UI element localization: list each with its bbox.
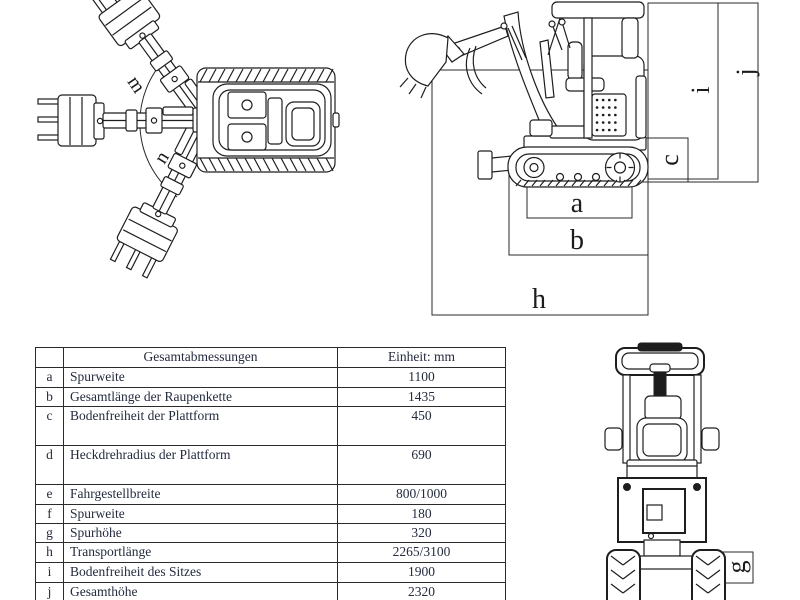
track-tread-ticks bbox=[515, 179, 642, 187]
dim-key: a bbox=[35, 367, 64, 388]
dim-value: 690 bbox=[337, 445, 506, 485]
table-row: a Spurweite 1100 bbox=[35, 367, 506, 388]
canopy-post-left bbox=[622, 374, 631, 464]
canopy-post-right bbox=[693, 374, 702, 464]
dim-label-g: g bbox=[722, 561, 751, 574]
dim-value: 180 bbox=[337, 504, 506, 524]
dim-name: Bodenfreiheit der Plattform bbox=[63, 406, 338, 446]
table-row: c Bodenfreiheit der Plattform 450 bbox=[35, 406, 506, 446]
dim-value: 2320 bbox=[337, 582, 506, 600]
header-title-cell: Gesamtabmessungen bbox=[63, 347, 338, 368]
table-header-row: Gesamtabmessungen Einheit: mm bbox=[35, 347, 506, 368]
dim-name: Gesamtlänge der Raupenkette bbox=[63, 387, 338, 407]
track-tread-hatch-top bbox=[199, 68, 334, 83]
dim-key: b bbox=[35, 387, 64, 407]
rear-view-drawing: g bbox=[604, 342, 754, 600]
dim-value: 800/1000 bbox=[337, 484, 506, 505]
dim-name: Heckdrehradius der Plattform bbox=[63, 445, 338, 485]
table-row: f Spurweite 180 bbox=[35, 504, 506, 524]
side-view-drawing: a b h c i j bbox=[399, 1, 760, 316]
track-tread-hatch-bottom bbox=[199, 157, 334, 172]
dimensions-table: Gesamtabmessungen Einheit: mm a Spurweit… bbox=[35, 347, 506, 600]
dim-label-b: b bbox=[570, 225, 584, 256]
seat-back-rear bbox=[644, 395, 682, 421]
top-view-drawing: m n bbox=[37, 0, 340, 282]
grill-dots bbox=[595, 98, 623, 132]
dim-label-n: n bbox=[150, 147, 174, 167]
table-row: e Fahrgestellbreite 800/1000 bbox=[35, 484, 506, 505]
dim-label-a: a bbox=[571, 188, 584, 219]
seat-top-view bbox=[285, 101, 321, 147]
table-row: g Spurhöhe 320 bbox=[35, 523, 506, 543]
dim-key: e bbox=[35, 484, 64, 505]
dim-key: j bbox=[35, 582, 64, 600]
table-row: i Bodenfreiheit des Sitzes 1900 bbox=[35, 562, 506, 583]
dim-value: 1435 bbox=[337, 387, 506, 407]
dim-key: f bbox=[35, 504, 64, 524]
dim-name: Spurweite bbox=[63, 504, 338, 524]
roof-handle bbox=[637, 342, 683, 352]
bucket-teeth bbox=[399, 77, 427, 99]
dozer-blade bbox=[477, 150, 493, 180]
header-unit-cell: Einheit: mm bbox=[337, 347, 506, 368]
dim-label-j: j bbox=[731, 68, 760, 76]
dim-key: c bbox=[35, 406, 64, 446]
table-row: d Heckdrehradius der Plattform 690 bbox=[35, 445, 506, 485]
dim-name: Bodenfreiheit des Sitzes bbox=[63, 562, 338, 583]
dim-name: Transportlänge bbox=[63, 542, 338, 563]
dim-value: 2265/3100 bbox=[337, 542, 506, 563]
dim-box-i bbox=[647, 2, 719, 180]
dim-key: h bbox=[35, 542, 64, 563]
dim-label-h: h bbox=[532, 284, 546, 315]
dim-key: i bbox=[35, 562, 64, 583]
dim-name: Spurhöhe bbox=[63, 523, 338, 543]
dim-name: Fahrgestellbreite bbox=[63, 484, 338, 505]
canopy-top bbox=[551, 1, 645, 19]
table-row: h Transportlänge 2265/3100 bbox=[35, 542, 506, 563]
header-corner-cell bbox=[35, 347, 64, 368]
canopy-rear-post bbox=[583, 17, 593, 139]
dim-value: 450 bbox=[337, 406, 506, 446]
dim-value: 1900 bbox=[337, 562, 506, 583]
dim-label-m: m bbox=[123, 72, 150, 98]
dim-key: g bbox=[35, 523, 64, 543]
dim-value: 1100 bbox=[337, 367, 506, 388]
axle bbox=[631, 555, 695, 570]
control-levers bbox=[551, 21, 571, 51]
bucket bbox=[404, 33, 449, 87]
table-row: j Gesamthöhe 2320 bbox=[35, 582, 506, 600]
table-row: b Gesamtlänge der Raupenkette 1435 bbox=[35, 387, 506, 407]
dim-label-c: c bbox=[655, 154, 684, 166]
dim-value: 320 bbox=[337, 523, 506, 543]
boom bbox=[503, 11, 559, 133]
boom-cylinder bbox=[539, 39, 555, 99]
dim-label-i: i bbox=[686, 86, 715, 93]
control-column bbox=[653, 369, 667, 399]
dim-key: d bbox=[35, 445, 64, 485]
hydraulic-hoses bbox=[465, 45, 487, 95]
dim-name: Spurweite bbox=[63, 367, 338, 388]
dim-name: Gesamthöhe bbox=[63, 582, 338, 600]
